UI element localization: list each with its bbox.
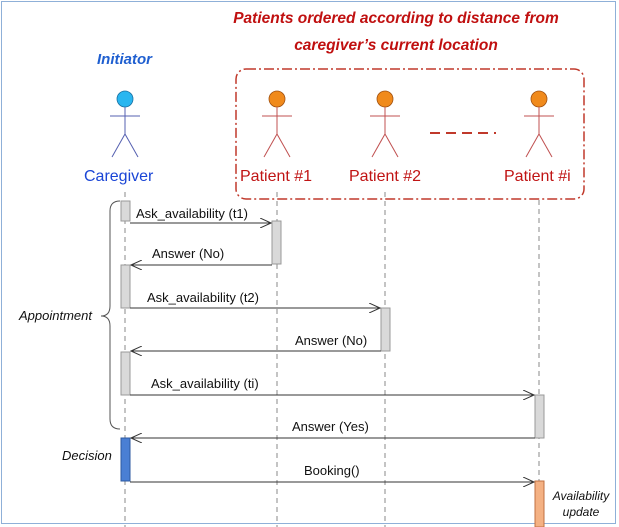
title-line-1: Patients ordered according to distance f… [233,10,559,27]
patient-group-box [235,68,585,200]
appointment-label: Appointment [19,308,92,323]
note-line-2: update [562,505,600,519]
appointment-brace [100,200,121,430]
msg-answer-no-2: Answer (No) [295,333,368,348]
note-line-1: Availability [552,489,610,503]
caregiver-label: Caregiver [84,168,154,185]
caregiver-actor-icon [110,90,140,158]
initiator-label: Initiator [97,51,152,68]
availability-update-note: Availability update [545,488,617,520]
patient1-actor-icon [262,90,292,158]
patienti-actor-icon [524,90,554,158]
decision-activation-bar [120,437,131,482]
msg-ask-t2: Ask_availability (t2) [147,290,259,305]
msg-ask-t1: Ask_availability (t1) [136,206,248,221]
patienti-label: Patient #i [504,168,571,185]
decision-label: Decision [62,448,112,463]
msg-answer-no-1: Answer (No) [152,246,225,261]
message-arrows [130,223,535,482]
patient2-actor-icon [370,90,400,158]
activation-bars [120,200,545,439]
title-line-2: caregiver’s current location [294,37,498,54]
patient1-label: Patient #1 [240,168,313,185]
availability-update-bar [534,480,545,527]
msg-ask-ti: Ask_availability (ti) [151,376,259,391]
msg-answer-yes: Answer (Yes) [292,419,369,434]
msg-booking: Booking() [304,463,360,478]
patient2-label: Patient #2 [349,168,422,185]
